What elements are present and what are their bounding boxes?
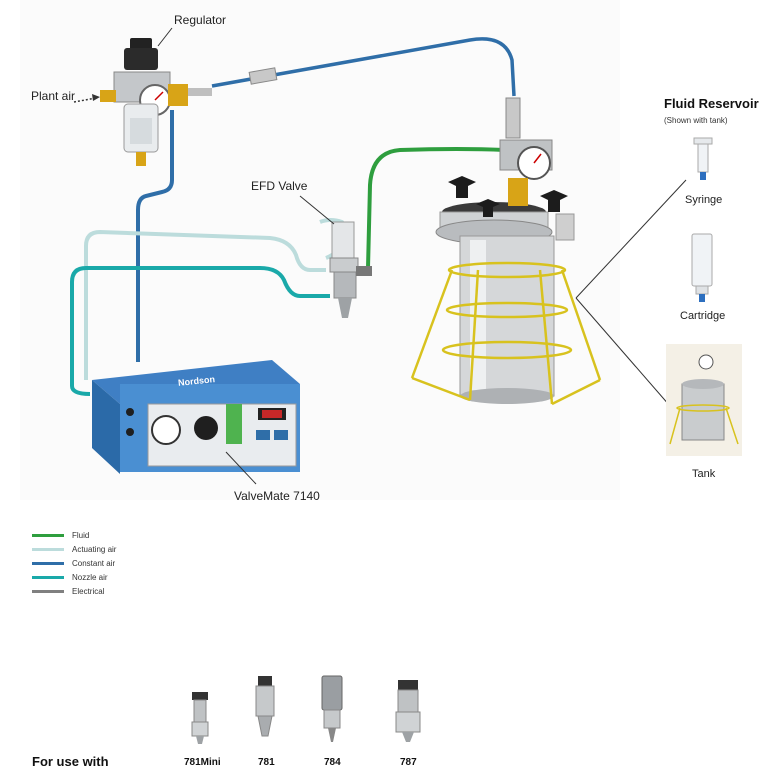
valve-787-icon <box>395 680 421 742</box>
plant-air-label: Plant air <box>31 89 76 103</box>
reservoir-title: Fluid Reservoir <box>664 96 759 111</box>
legend-item: Actuating air <box>32 542 116 556</box>
valve-787-label: 787 <box>400 757 417 768</box>
regulator-label: Regulator <box>174 13 227 27</box>
valve-781-label: 781 <box>258 757 275 768</box>
legend-item: Electrical <box>32 584 116 598</box>
pressure-tank[interactable] <box>410 97 602 406</box>
legend-item: Constant air <box>32 556 116 570</box>
controller-label: ValveMate 7140 <box>234 489 320 503</box>
regulator[interactable] <box>100 38 212 166</box>
tank-label: Tank <box>692 468 716 480</box>
legend-item: Fluid <box>32 528 116 542</box>
tank-thumbnail[interactable] <box>666 344 742 456</box>
valve-781-icon <box>255 676 275 737</box>
reservoir-subtitle: (Shown with tank) <box>664 116 728 125</box>
syringe[interactable] <box>693 137 713 180</box>
legend-item: Nozzle air <box>32 570 116 584</box>
cartridge-label: Cartridge <box>680 310 726 322</box>
valvemate-controller[interactable] <box>92 360 300 474</box>
valve-781mini-icon <box>191 692 209 744</box>
legend: Fluid Actuating air Constant air Nozzle … <box>32 528 116 598</box>
actuating-air-line <box>84 229 326 380</box>
valve-781mini-label: 781Mini <box>184 757 221 768</box>
efd-valve-label: EFD Valve <box>251 179 308 193</box>
for-use-with-label: For use with <box>32 754 109 769</box>
valve-784-label: 784 <box>324 757 341 768</box>
cartridge[interactable] <box>691 233 713 302</box>
syringe-label: Syringe <box>685 194 723 206</box>
constant-air-line <box>136 110 174 362</box>
valve-784-icon <box>321 675 343 742</box>
nozzle-air-line <box>70 266 330 396</box>
efd-valve[interactable] <box>329 221 372 318</box>
fluid-line <box>366 147 506 269</box>
constant-air-line-top <box>211 37 516 97</box>
